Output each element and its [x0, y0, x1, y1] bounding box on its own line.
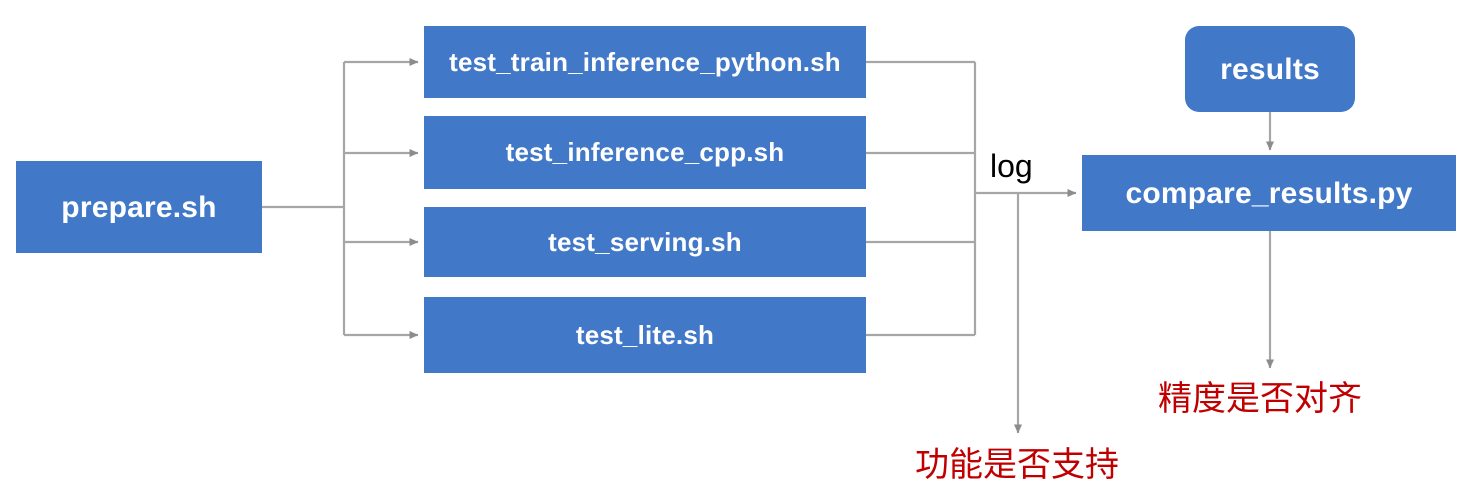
- node-test-inference-cpp-sh[interactable]: test_inference_cpp.sh: [424, 116, 866, 189]
- note-accuracy-aligned: 精度是否对齐: [1158, 379, 1362, 419]
- node-results[interactable]: results: [1185, 26, 1355, 112]
- node-prepare-sh[interactable]: prepare.sh: [16, 161, 262, 253]
- node-test-serving-sh[interactable]: test_serving.sh: [424, 207, 866, 277]
- node-test-train-inference-python-sh[interactable]: test_train_inference_python.sh: [424, 26, 866, 98]
- note-feature-supported: 功能是否支持: [915, 445, 1119, 485]
- node-test-lite-sh[interactable]: test_lite.sh: [424, 297, 866, 373]
- node-compare-results-py[interactable]: compare_results.py: [1082, 155, 1456, 231]
- edge-label-log: log: [990, 148, 1033, 184]
